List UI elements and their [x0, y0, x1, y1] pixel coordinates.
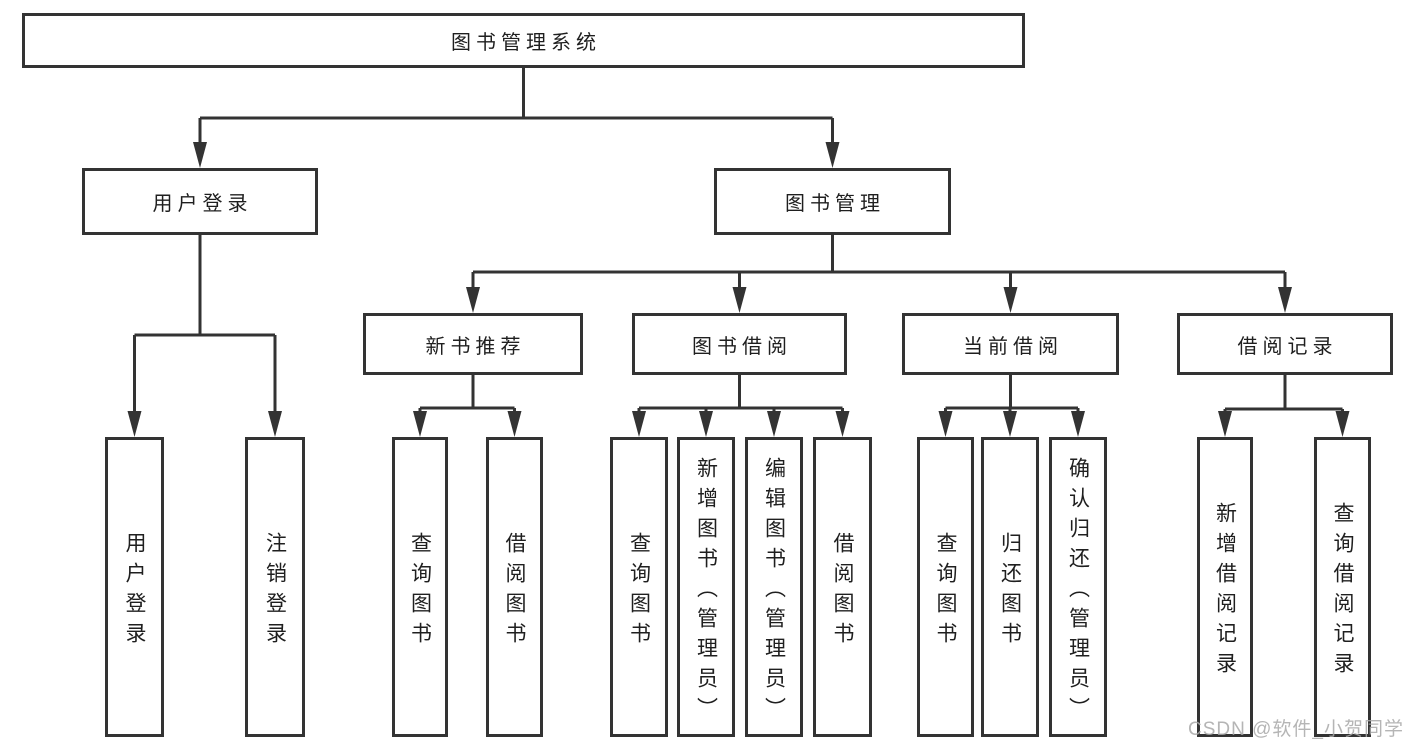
leaf-confirm-return-admin: 确认归还（管理员）: [1049, 437, 1107, 737]
leaf-confirm-return-admin-label: 确认归还（管理员）: [1066, 456, 1090, 727]
leaf-query-book-2-label: 查询图书: [627, 531, 651, 652]
leaf-return-book: 归还图书: [981, 437, 1039, 737]
leaf-borrow-book-1: 借阅图书: [486, 437, 543, 737]
leaf-logout: 注销登录: [245, 437, 305, 737]
leaf-add-book-admin: 新增图书（管理员）: [677, 437, 735, 737]
node-book-management-label: 图书管理: [785, 193, 885, 215]
leaf-borrow-book-2: 借阅图书: [813, 437, 872, 737]
leaf-edit-book-admin-label: 编辑图书（管理员）: [762, 456, 786, 727]
leaf-borrow-book-2-label: 借阅图书: [831, 531, 854, 652]
leaf-query-book-3: 查询图书: [917, 437, 974, 737]
leaf-logout-label: 注销登录: [263, 531, 287, 652]
leaf-query-book-1-label: 查询图书: [408, 531, 432, 652]
leaf-query-borrow-record: 查询借阅记录: [1314, 437, 1371, 737]
leaf-query-book-3-label: 查询图书: [934, 531, 957, 652]
node-new-book-recommend-label: 新书推荐: [425, 335, 526, 358]
leaf-return-book-label: 归还图书: [998, 531, 1022, 652]
leaf-user-login: 用户登录: [105, 437, 164, 737]
watermark: CSDN @软件_小贺同学: [1188, 719, 1404, 740]
leaf-user-login-label: 用户登录: [123, 531, 146, 652]
node-current-borrow: 当前借阅: [902, 313, 1119, 375]
leaf-query-book-1: 查询图书: [392, 437, 448, 737]
node-borrow-records: 借阅记录: [1177, 313, 1393, 375]
leaf-add-borrow-record: 新增借阅记录: [1197, 437, 1253, 737]
leaf-query-book-2: 查询图书: [610, 437, 668, 737]
node-root-label: 图书管理系统: [451, 32, 601, 54]
node-user-login: 用户登录: [82, 168, 318, 235]
node-borrow-records-label: 借阅记录: [1237, 335, 1338, 358]
node-book-borrow: 图书借阅: [632, 313, 847, 375]
node-book-borrow-label: 图书借阅: [692, 335, 792, 358]
node-book-management: 图书管理: [714, 168, 951, 235]
leaf-add-book-admin-label: 新增图书（管理员）: [694, 456, 718, 727]
leaf-borrow-book-1-label: 借阅图书: [503, 531, 526, 652]
node-root: 图书管理系统: [22, 13, 1025, 68]
leaf-add-borrow-record-label: 新增借阅记录: [1213, 501, 1237, 682]
node-user-login-label: 用户登录: [152, 193, 253, 215]
node-current-borrow-label: 当前借阅: [963, 335, 1063, 358]
leaf-edit-book-admin: 编辑图书（管理员）: [745, 437, 803, 737]
node-new-book-recommend: 新书推荐: [363, 313, 583, 375]
leaf-query-borrow-record-label: 查询借阅记录: [1331, 501, 1354, 682]
